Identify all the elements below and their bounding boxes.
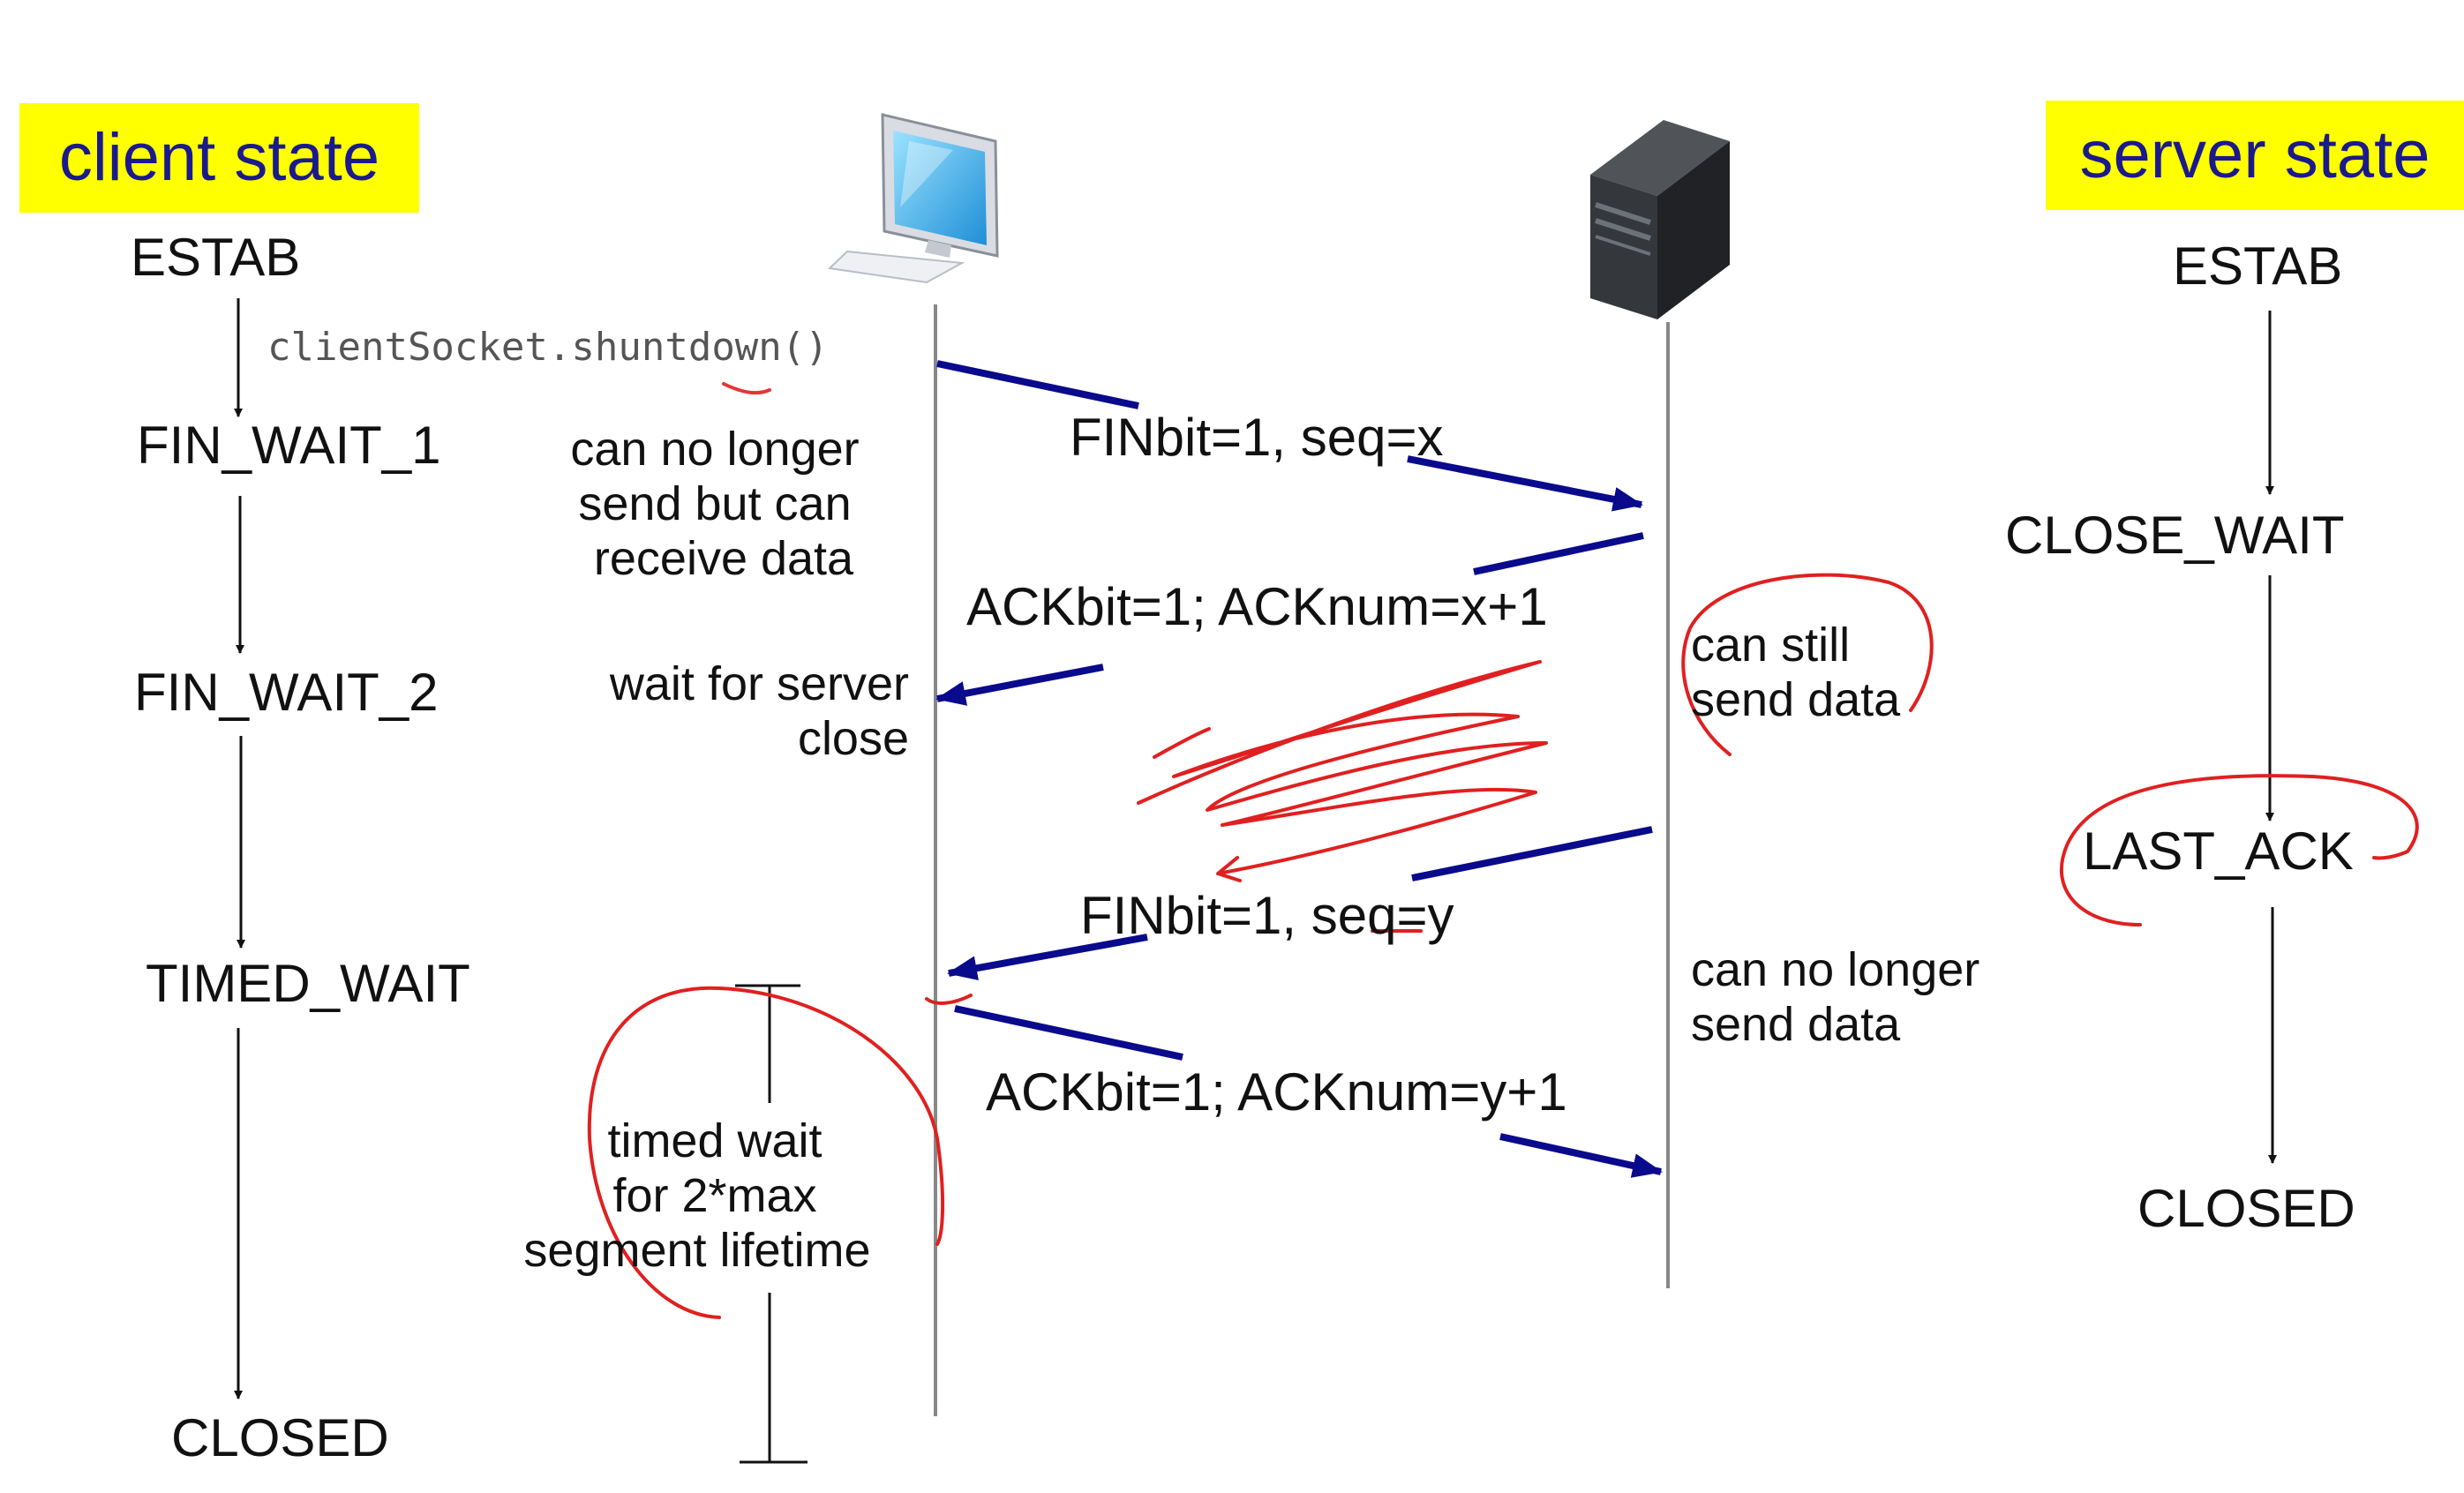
fin-client-label: FINbit=1, seq=x bbox=[1070, 408, 1444, 467]
server-state-header: server state bbox=[2046, 101, 2464, 210]
client-state-estab: ESTAB bbox=[131, 228, 301, 287]
fin-server-arrow bbox=[947, 826, 1653, 981]
note-server-can-still-send: can still send data bbox=[1691, 618, 1900, 727]
annotation-shutdown-ghost bbox=[722, 382, 771, 395]
fin-client-arrow bbox=[936, 360, 1643, 512]
ack-client-label: ACKbit=1; ACKnum=y+1 bbox=[986, 1062, 1567, 1122]
client-state-timed-wait: TIMED_WAIT bbox=[146, 954, 470, 1013]
fin-server-label: FINbit=1, seq=y bbox=[1080, 886, 1454, 945]
client-state-fin-wait-1: FIN_WAIT_1 bbox=[137, 416, 441, 475]
note-line: send data bbox=[1691, 673, 1901, 727]
note-line: segment lifetime bbox=[523, 1224, 871, 1278]
note-line: can no longer bbox=[1691, 943, 1980, 996]
server-tower-icon bbox=[1590, 120, 1730, 319]
note-line: wait for server bbox=[609, 657, 909, 710]
note-line: for 2*max bbox=[612, 1169, 817, 1223]
note-line: send but can bbox=[578, 477, 852, 531]
note-wait-server-close: wait for server close bbox=[565, 656, 909, 766]
server-state-estab: ESTAB bbox=[2173, 236, 2343, 296]
client-state-fin-wait-2: FIN_WAIT_2 bbox=[134, 663, 439, 722]
client-state-closed: CLOSED bbox=[171, 1408, 389, 1467]
desktop-computer-icon bbox=[827, 113, 999, 284]
note-client-half-close: can no longer send but can receive data bbox=[547, 422, 883, 586]
note-line: can no longer bbox=[570, 423, 860, 476]
annotation-scribble bbox=[925, 660, 1548, 1005]
note-line: receive data bbox=[593, 532, 854, 586]
client-shutdown-call: clientSocket.shuntdown() bbox=[267, 325, 829, 370]
server-state-last-ack: LAST_ACK bbox=[2083, 822, 2354, 881]
annotation-circle-can-still-send bbox=[1681, 573, 1934, 756]
annotation-circle-timed-wait bbox=[587, 986, 945, 1319]
server-state-closed: CLOSED bbox=[2137, 1179, 2355, 1238]
note-line: can still bbox=[1691, 619, 1851, 671]
note-server-cannot-send: can no longer send data bbox=[1691, 942, 1979, 1052]
ack-server-arrow bbox=[935, 532, 1644, 706]
ack-client-arrow bbox=[954, 1005, 1663, 1178]
note-timed-wait: timed wait for 2*max segment lifetime bbox=[523, 1114, 905, 1278]
server-state-close-wait: CLOSE_WAIT bbox=[2005, 506, 2345, 565]
note-line: send data bbox=[1691, 998, 1901, 1052]
note-line: timed wait bbox=[607, 1114, 823, 1167]
ack-server-label: ACKbit=1; ACKnum=x+1 bbox=[966, 577, 1548, 636]
note-line: close bbox=[797, 712, 909, 766]
timed-wait-bracket bbox=[735, 984, 808, 1464]
annotation-circle-last-ack bbox=[2060, 774, 2419, 927]
client-state-header: client state bbox=[19, 103, 419, 213]
